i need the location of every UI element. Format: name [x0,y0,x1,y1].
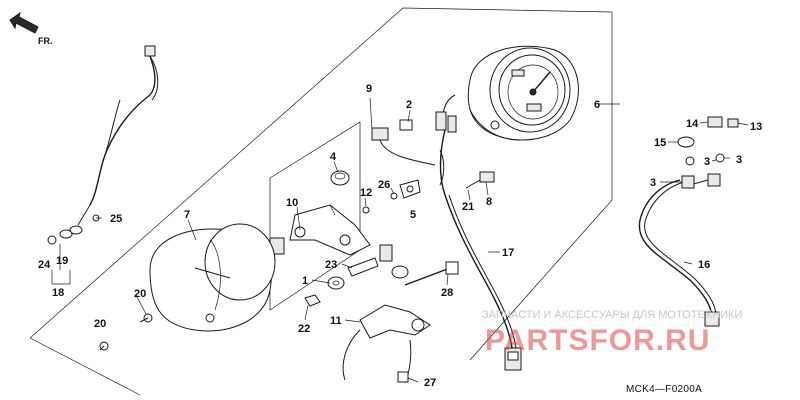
callout-15: 15 [654,137,666,149]
callout-20-lower: 20 [94,318,106,330]
callout-18: 18 [52,287,64,299]
nut [304,294,321,307]
speedometer-assembly [435,45,579,196]
callout-16: 16 [698,259,710,271]
rubber-grommet [330,170,350,186]
indicator-harness [638,177,720,327]
bolt-27 [397,371,409,383]
cable-fittings [47,214,100,245]
callout-17: 17 [502,247,514,259]
meter-bracket [399,179,421,199]
meter-harness [444,194,522,371]
bulb-socket [677,116,739,189]
front-direction-arrow-icon [9,11,39,34]
callout-13: 13 [750,121,762,133]
small-screw [362,192,398,214]
callout-27: 27 [424,377,436,389]
collar-sleeve [347,257,379,277]
callout-3-upper: 3 [704,156,710,168]
callout-8: 8 [486,196,492,208]
callout-26: 26 [378,179,390,191]
callout-1: 1 [302,275,308,287]
callout-3-right: 3 [736,154,742,166]
sensor-bolt [465,171,495,189]
sensor-wire [371,119,445,186]
case-screw [99,313,153,351]
callout-24: 24 [38,259,51,271]
callout-22: 22 [298,323,310,335]
callout-23: 23 [325,259,337,271]
callout-12: 12 [360,187,372,199]
callout-10: 10 [286,197,298,209]
mounting-plate [289,204,371,256]
callout-6: 6 [594,99,600,111]
callout-28: 28 [441,287,453,299]
callout-7: 7 [184,209,190,221]
assembly-outline-frame [29,7,620,396]
meter-case [149,223,276,332]
callout-14: 14 [686,118,699,130]
long-bolt [404,261,459,286]
callout-4: 4 [330,151,337,163]
speedometer-cable [77,45,159,226]
callout-21: 21 [462,201,474,213]
callout-19: 19 [56,255,68,267]
callout-5: 5 [410,209,416,221]
leader-lines [51,97,749,383]
callout-2: 2 [406,99,412,111]
callout-25: 25 [110,213,122,225]
watermark-brand: PARTSFOR.RU [485,324,710,357]
diagram-code: MCK4—F0200A [626,384,702,395]
stay-bracket [342,304,431,383]
callout-20-upper: 20 [134,288,146,300]
callout-11: 11 [330,315,342,327]
callout-9: 9 [366,83,372,95]
callout-3-left: 3 [650,177,656,189]
washer [327,265,409,290]
front-direction-label: FR. [38,36,53,46]
watermark-tagline: ЗАПЧАСТИ И АКСЕССУАРЫ ДЛЯ МОТОТЕХНИКИ [482,309,742,321]
